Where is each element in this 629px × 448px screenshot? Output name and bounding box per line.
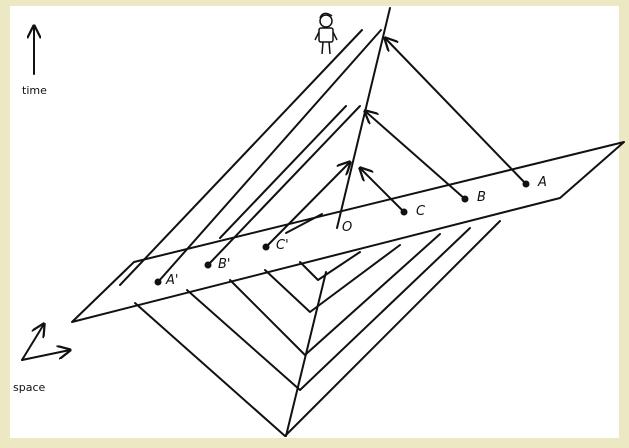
light-rays bbox=[120, 30, 526, 285]
past-cone-second bbox=[187, 228, 470, 390]
label-b: B bbox=[477, 190, 486, 205]
past-cone-outer bbox=[135, 221, 500, 436]
cone-middle-left bbox=[220, 106, 346, 238]
event-a-dot bbox=[523, 181, 530, 188]
observer-figure-icon bbox=[315, 13, 337, 54]
cone-outer-left bbox=[120, 30, 362, 285]
label-a-prime: A' bbox=[165, 273, 178, 288]
ray-b bbox=[365, 111, 465, 199]
space-arrow-up bbox=[22, 324, 44, 360]
time-axis: time bbox=[22, 26, 47, 97]
event-c-prime-dot bbox=[263, 244, 270, 251]
world-line-upper bbox=[337, 8, 390, 228]
space-axes: space bbox=[13, 324, 70, 394]
event-a-prime-dot bbox=[155, 279, 162, 286]
past-light-cones bbox=[135, 221, 500, 436]
event-c-dot bbox=[401, 209, 408, 216]
ray-a bbox=[385, 38, 526, 184]
label-a: A bbox=[537, 175, 547, 190]
space-arrow-right bbox=[22, 350, 70, 360]
time-label: time bbox=[22, 84, 47, 97]
label-c-prime: C' bbox=[276, 238, 289, 253]
event-b-dot bbox=[462, 196, 469, 203]
event-b-prime-dot bbox=[205, 262, 212, 269]
label-b-prime: B' bbox=[218, 257, 231, 272]
space-label: space bbox=[13, 381, 46, 394]
label-o: O bbox=[342, 220, 352, 235]
ray-c-prime bbox=[266, 162, 350, 247]
label-c: C bbox=[416, 204, 426, 219]
